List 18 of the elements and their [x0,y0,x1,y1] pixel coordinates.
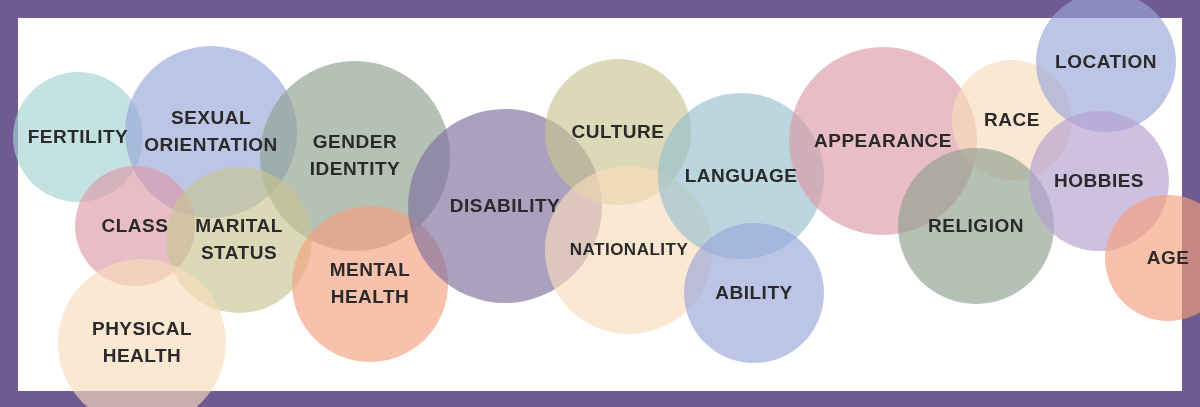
topic-label: RACE [984,107,1040,132]
topic-label: CULTURE [571,119,665,144]
topic-label: GENDER IDENTITY [308,130,402,181]
topic-label: NATIONALITY [569,239,689,262]
topic-label: ABILITY [715,280,793,305]
topic-label: MARITAL STATUS [194,214,284,265]
topic-label: MENTAL HEALTH [328,258,412,309]
topic-label: CLASS [101,213,169,238]
topic-label: RELIGION [928,213,1024,238]
topic-label: DISABILITY [449,193,561,218]
topic-label: HOBBIES [1053,168,1145,193]
topic-label: LANGUAGE [684,163,798,188]
topic-label: LOCATION [1055,49,1157,74]
topic-label: SEXUAL ORIENTATION [143,106,279,157]
topic-label: APPEARANCE [814,128,952,153]
topic-label: AGE [1146,245,1190,270]
topic-label: FERTILITY [27,124,129,149]
topic-label: PHYSICAL HEALTH [90,317,194,368]
